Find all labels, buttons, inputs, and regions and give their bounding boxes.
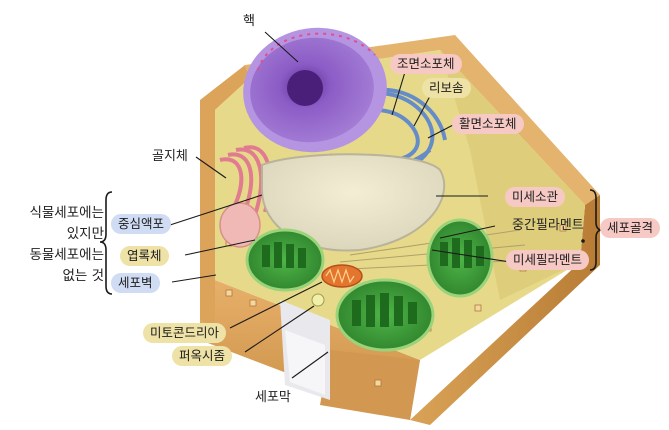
label-cytoskeleton: 세포골격: [600, 218, 661, 238]
label-cell-wall: 세포벽: [111, 273, 160, 293]
label-peroxisome: 퍼옥시좀: [172, 346, 233, 366]
label-golgi: 골지체: [152, 149, 188, 164]
peroxisome: [311, 293, 325, 307]
chloroplast-1: [245, 228, 325, 292]
chloroplast-3: [335, 278, 435, 352]
plant-only-note-line-1: 식물세포에는: [29, 205, 104, 221]
label-mitochondria: 미토콘드리아: [143, 323, 227, 343]
left-brace: [99, 191, 113, 295]
label-rough-er: 조면소포체: [390, 54, 462, 74]
label-ribosome: 리보솜: [422, 78, 471, 98]
label-microtubule: 미세소관: [505, 187, 566, 207]
plant-only-note-line-3: 동물세포에는: [29, 247, 104, 263]
label-nucleus: 핵: [243, 14, 255, 29]
vesicle: [219, 202, 261, 248]
label-smooth-er: 활면소포체: [452, 114, 524, 134]
plant-only-note: 식물세포에는 있지만 동물세포에는 없는 것: [4, 203, 104, 287]
chloroplast-2: [426, 218, 494, 298]
label-microfilament: 미세필라멘트: [506, 250, 590, 270]
label-cell-membrane: 세포막: [255, 390, 291, 405]
label-central-vacuole: 중심액포: [111, 214, 172, 234]
leader-lines: [169, 31, 511, 379]
label-chloroplast: 엽록체: [120, 246, 169, 266]
label-intermediate-filament: 중간필라멘트: [512, 218, 584, 233]
mitochondrion: [321, 264, 363, 288]
plant-only-note-line-4: 없는 것: [62, 268, 104, 284]
plant-only-note-line-2: 있지만: [66, 226, 104, 242]
nucleus: [243, 27, 387, 153]
